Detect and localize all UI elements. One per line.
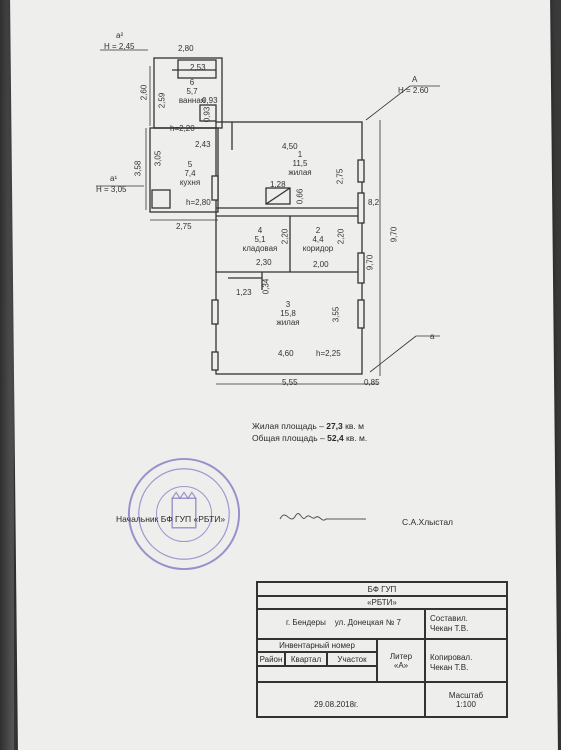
- dim: 2,60: [139, 84, 149, 101]
- dim: 2,43: [195, 140, 211, 149]
- room-4: 4 5,1 кладовая: [242, 226, 278, 253]
- official-seal: [127, 457, 241, 571]
- dim: h=2,20: [170, 124, 195, 133]
- tb-liter: Литер «А»: [377, 639, 425, 682]
- dim: 0,66: [295, 188, 305, 205]
- dim: 8,2: [368, 198, 380, 207]
- dim: 4,60: [278, 349, 294, 358]
- marker-A: A: [412, 75, 418, 84]
- dim: 0,93: [202, 96, 218, 105]
- dim: 2,80: [178, 44, 194, 53]
- dim: 2,00: [313, 260, 329, 269]
- dim: 1,28: [270, 180, 286, 189]
- room-3: 3 15,8 жилая: [276, 300, 300, 327]
- marker-a2-height: H = 2,45: [104, 42, 135, 51]
- marker-a1: a¹: [110, 174, 118, 183]
- marker-a2: a²: [116, 31, 124, 40]
- left-edge: [0, 0, 14, 750]
- marker-A-height: H = 2.60: [398, 86, 429, 95]
- tb-scale: Масштаб 1:100: [425, 682, 507, 717]
- tb-copied: Копировал. Чекан Т.В.: [425, 639, 507, 682]
- room-5: 5 7,4 кухня: [179, 160, 201, 187]
- signature-scribble: [279, 513, 366, 521]
- tb-empty: [257, 666, 377, 682]
- dim: h=2,80: [186, 198, 211, 207]
- dim: h=2,25: [316, 349, 341, 358]
- dim: 0,85: [364, 378, 380, 387]
- tb-quarter: Квартал: [285, 652, 327, 666]
- room-2: 2 4,4 коридор: [302, 226, 334, 253]
- total-area: Общая площадь – 52,4 кв. м.: [252, 433, 368, 443]
- dim: 2,59: [157, 92, 167, 109]
- dim: 3,55: [331, 306, 341, 323]
- room-6: 6 5,7 ванная: [178, 78, 206, 105]
- tb-date: 29.08.2018г.: [257, 682, 425, 717]
- title-block: БФ ГУП «РБТИ» г. Бендеры ул. Донецкая № …: [256, 581, 508, 718]
- dim: 2,75: [335, 168, 345, 185]
- dim: 2,53: [190, 63, 206, 72]
- dim: 2,20: [280, 228, 290, 245]
- tb-org: БФ ГУП: [257, 582, 507, 596]
- dim: 2,30: [256, 258, 272, 267]
- dim: 3,05: [153, 150, 163, 167]
- tb-inventory: Инвентарный номер: [257, 639, 377, 652]
- tb-address: г. Бендеры ул. Донецкая № 7: [257, 609, 425, 639]
- dim: 3,58: [133, 160, 143, 177]
- dim: 2,75: [176, 222, 192, 231]
- dim: 5,55: [282, 378, 298, 387]
- dim: 4,50: [282, 142, 298, 151]
- tb-org2: «РБТИ»: [257, 596, 507, 609]
- dim: 9,70: [389, 226, 399, 243]
- tb-region: Район: [257, 652, 285, 666]
- signature-name: С.А.Хлыстал: [402, 517, 454, 527]
- dim: 9,70: [365, 254, 375, 271]
- tb-compiled: Составил. Чекан Т.В.: [425, 609, 507, 639]
- marker-a1-height: H = 3,05: [96, 185, 127, 194]
- tb-plot: Участок: [327, 652, 377, 666]
- living-area: Жилая площадь – 27,3 кв. м: [252, 421, 364, 431]
- room-1: 1 11,5 жилая: [288, 150, 312, 177]
- dim: 0,93: [202, 106, 212, 123]
- signature-position: Начальник БФ ГУП «РБТИ»: [116, 514, 226, 524]
- dim: 1,23: [236, 288, 252, 297]
- dim: 0,34: [261, 278, 271, 295]
- marker-a: a: [430, 332, 435, 341]
